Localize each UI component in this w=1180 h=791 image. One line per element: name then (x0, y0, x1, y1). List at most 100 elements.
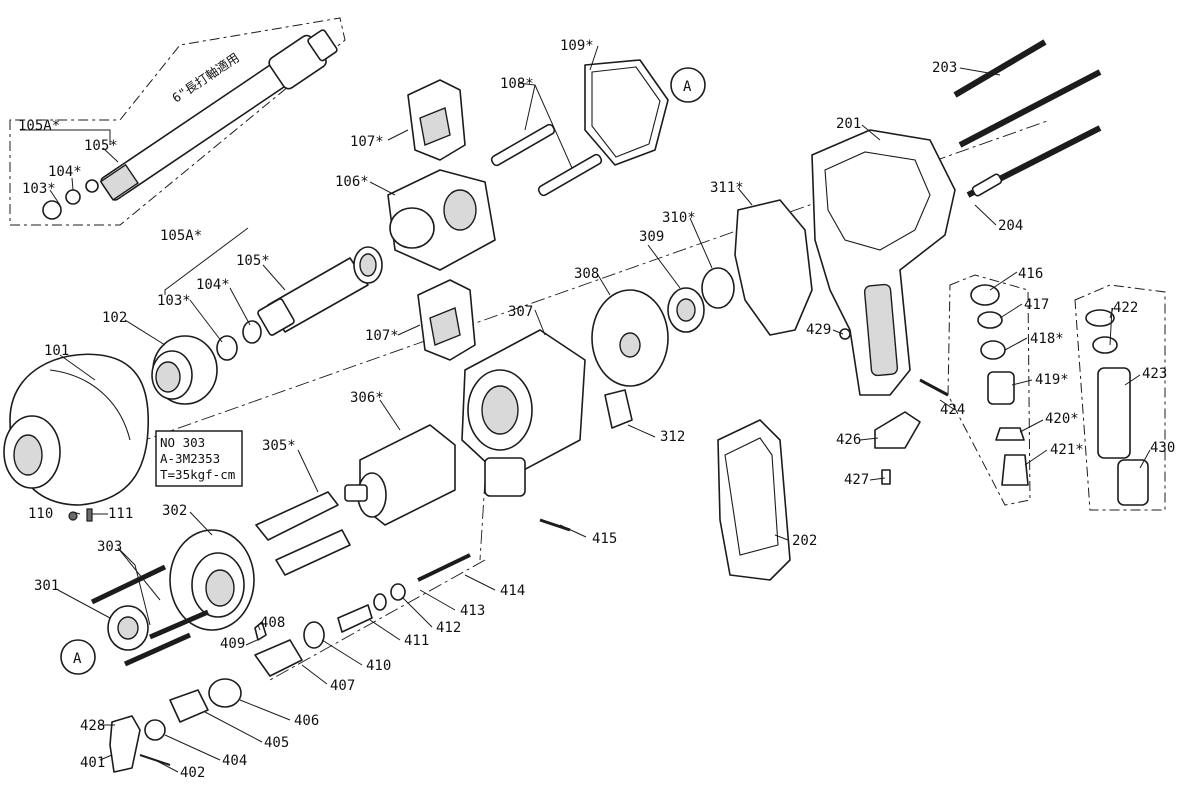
callout-405: 405 (264, 735, 289, 751)
callout-426: 426 (836, 432, 861, 448)
callout-306: 306* (350, 390, 384, 406)
part-air-inlet (1074, 284, 1166, 511)
callout-104-kit: 104* (48, 164, 82, 180)
callout-106: 106* (335, 174, 369, 190)
long-anvil-kit: 6"長打軸適用 (9, 17, 346, 226)
callout-414: 414 (500, 583, 525, 599)
ref-a-bottom: A (60, 639, 96, 675)
callout-401: 401 (80, 755, 105, 771)
ref-a-top-label: A (683, 79, 692, 95)
callout-311: 311* (710, 180, 744, 196)
part-202-handle (717, 419, 791, 581)
part-109-gasket (584, 59, 669, 166)
callout-424: 424 (940, 402, 965, 418)
callout-105A-kit: 105A* (18, 118, 60, 134)
callout-430: 430 (1150, 440, 1175, 456)
ref-a-bottom-label: A (73, 651, 82, 667)
callout-410: 410 (366, 658, 391, 674)
part-trigger-group (109, 518, 571, 773)
callout-422: 422 (1113, 300, 1138, 316)
part-312-gasket (604, 389, 633, 429)
callout-415: 415 (592, 531, 617, 547)
part-308-rear-plate (591, 289, 669, 387)
callout-105-kit: 105* (84, 138, 118, 154)
callout-302: 302 (162, 503, 187, 519)
callout-107-lower: 107* (365, 328, 399, 344)
callout-309: 309 (639, 229, 664, 245)
callout-101: 101 (44, 343, 69, 359)
part-427-screw (881, 469, 891, 485)
part-307-cylinder (461, 329, 586, 497)
part-424-pin (919, 378, 949, 397)
callout-407: 407 (330, 678, 355, 694)
valve-axis-line-2 (269, 559, 486, 681)
callout-103-main: 103* (157, 293, 191, 309)
valve-axis-line (479, 479, 486, 561)
callout-109: 109* (560, 38, 594, 54)
part-106-hammer-frame (387, 169, 496, 271)
callout-labels: 101 102 103* 104* 105* 105A* 105A* 103* … (18, 38, 1175, 781)
callout-406: 406 (294, 713, 319, 729)
callout-419: 419* (1035, 372, 1069, 388)
spec-note-line2: A-3M2353 (160, 451, 220, 466)
callout-204: 204 (998, 218, 1023, 234)
callout-307: 307 (508, 304, 533, 320)
part-201-housing (811, 129, 956, 396)
part-426-plate (874, 411, 921, 449)
callout-303: 303 (97, 539, 122, 555)
callout-411: 411 (404, 633, 429, 649)
callout-203: 203 (932, 60, 957, 76)
part-309-bearing (667, 287, 705, 333)
callout-308: 308 (574, 266, 599, 282)
callout-428: 428 (80, 718, 105, 734)
part-204-screw (971, 173, 1003, 197)
callout-110: 110 (28, 506, 53, 522)
part-203-bolts (953, 39, 1102, 198)
part-105-anvil (257, 246, 383, 336)
part-301-bearing (107, 605, 149, 651)
callout-416: 416 (1018, 266, 1043, 282)
callout-423: 423 (1142, 366, 1167, 382)
part-310-oring (701, 267, 735, 309)
part-104-oring (242, 320, 262, 344)
callout-310: 310* (662, 210, 696, 226)
spec-note-line1: NO 303 (160, 435, 205, 450)
callout-409: 409 (220, 636, 245, 652)
part-311-gasket (734, 199, 813, 336)
callout-429: 429 (806, 322, 831, 338)
callout-421: 421* (1050, 442, 1084, 458)
callout-201: 201 (836, 116, 861, 132)
callout-102: 102 (102, 310, 127, 326)
part-429-ball (839, 328, 851, 340)
part-302-front-plate (169, 529, 255, 631)
callout-105A-main: 105A* (160, 228, 202, 244)
callout-103-kit: 103* (22, 181, 56, 197)
spec-note-box: NO 303 A-3M2353 T=35kgf-cm (155, 430, 243, 487)
part-305-blades (255, 491, 351, 576)
callout-404: 404 (222, 753, 247, 769)
part-108-pins (490, 123, 603, 197)
part-reverse-stack (947, 274, 1031, 506)
callout-402: 402 (180, 765, 205, 781)
part-111-pin (86, 508, 93, 522)
part-107-hammer-lower (417, 279, 476, 361)
callout-111: 111 (108, 506, 133, 522)
callout-412: 412 (436, 620, 461, 636)
callout-420: 420* (1045, 411, 1079, 427)
callout-301: 301 (34, 578, 59, 594)
callout-107-upper: 107* (350, 134, 384, 150)
callout-413: 413 (460, 603, 485, 619)
part-306-rotor (344, 424, 456, 526)
spec-note-line3: T=35kgf-cm (160, 467, 235, 482)
part-102-bushing (151, 335, 218, 405)
callout-104-main: 104* (196, 277, 230, 293)
callout-105-main: 105* (236, 253, 270, 269)
part-107-hammer-upper (407, 79, 466, 161)
callout-427: 427 (844, 472, 869, 488)
callout-305: 305* (262, 438, 296, 454)
leader-lines (20, 45, 1151, 773)
callout-108: 108* (500, 76, 534, 92)
callout-312: 312 (660, 429, 685, 445)
ref-a-top: A (670, 67, 706, 103)
